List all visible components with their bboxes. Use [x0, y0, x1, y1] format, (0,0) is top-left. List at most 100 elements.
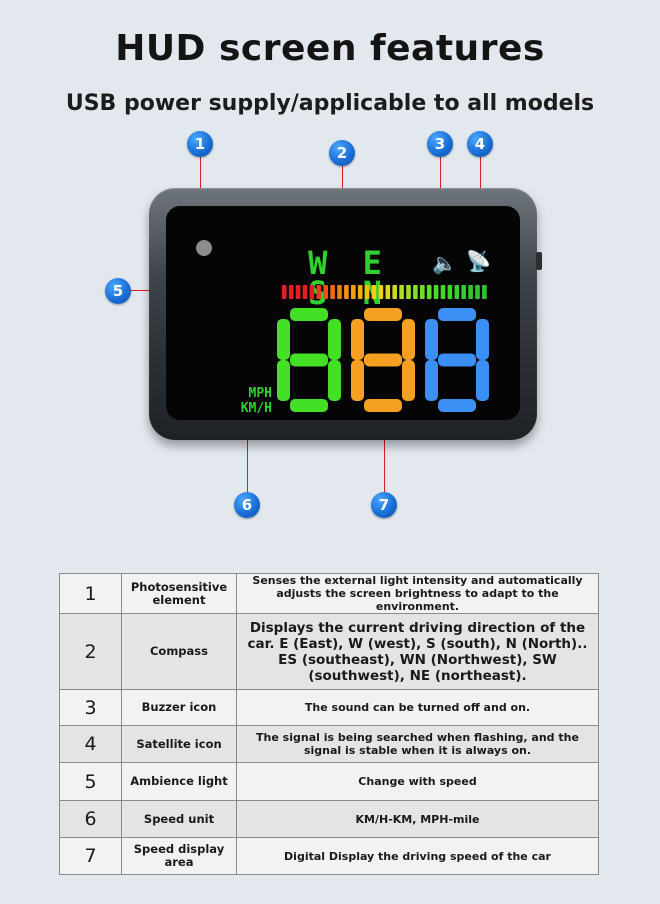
callout-2: 2 [329, 140, 355, 166]
page-title: HUD screen features [115, 28, 545, 69]
table-row: 6 Speed unit KM/H-KM, MPH-mile [59, 800, 599, 838]
callout-7: 7 [371, 492, 397, 518]
ambience-segment [461, 285, 466, 299]
digit-segment [438, 353, 476, 367]
row-description: Senses the external light intensity and … [236, 573, 599, 614]
callout-4: 4 [467, 131, 493, 157]
row-name: Speed display area [121, 837, 237, 875]
ambience-segment [440, 285, 446, 299]
ambience-segment [337, 285, 342, 299]
ambience-segment [385, 285, 391, 299]
ambience-segment [454, 285, 460, 299]
digit-segment [290, 308, 328, 321]
row-name: Photosensitive element [121, 573, 237, 614]
row-number: 1 [59, 573, 122, 614]
digit-segment [290, 353, 328, 367]
ambience-segment [302, 285, 308, 299]
photosensitive-sensor [196, 240, 212, 256]
speed-digit [351, 308, 415, 412]
compass-display: W E S N [308, 244, 390, 312]
speed-digit [277, 308, 341, 412]
digit-segment [364, 308, 402, 321]
row-name: Compass [121, 613, 237, 690]
ambience-segment [288, 285, 294, 299]
ambience-segment [475, 285, 480, 299]
table-row: 1 Photosensitive element Senses the exte… [59, 573, 599, 614]
ambience-segment [316, 285, 322, 299]
digit-segment [476, 360, 489, 401]
row-description: KM/H-KM, MPH-mile [236, 800, 599, 838]
satellite-icon: 📡 [466, 249, 491, 273]
callout-1: 1 [187, 131, 213, 157]
digit-segment [364, 399, 402, 412]
speed-units: MPH KM/H [222, 386, 272, 416]
ambience-segment [413, 285, 418, 299]
digit-segment [328, 319, 341, 360]
ambience-segment [282, 285, 287, 299]
speaker-icon: 🔈 [432, 251, 457, 275]
table-row: 2 Compass Displays the current driving d… [59, 613, 599, 690]
ambience-segment [378, 285, 384, 299]
ambience-segment [447, 285, 453, 299]
callout-3: 3 [427, 131, 453, 157]
row-name: Satellite icon [121, 725, 237, 763]
ambience-segment [357, 285, 363, 299]
table-row: 7 Speed display area Digital Display the… [59, 837, 599, 875]
ambience-segment [426, 285, 432, 299]
digit-segment [351, 360, 364, 401]
digit-segment [277, 360, 290, 401]
digit-segment [328, 360, 341, 401]
ambience-segment [482, 285, 487, 299]
row-name: Buzzer icon [121, 689, 237, 726]
page-subtitle: USB power supply/applicable to all model… [65, 91, 595, 116]
callout-5: 5 [105, 278, 131, 304]
digit-segment [438, 399, 476, 412]
digit-segment [290, 399, 328, 412]
digit-segment [425, 360, 438, 401]
row-name: Ambience light [121, 762, 237, 801]
ambience-light-bar [282, 285, 487, 299]
table-row: 5 Ambience light Change with speed [59, 762, 599, 801]
speed-display [277, 308, 489, 412]
ambience-segment [468, 285, 473, 299]
row-number: 7 [59, 837, 122, 875]
digit-segment [351, 319, 364, 360]
row-number: 3 [59, 689, 122, 726]
ambience-segment [309, 285, 315, 299]
ambience-segment [399, 285, 404, 299]
row-description: Displays the current driving direction o… [236, 613, 599, 690]
row-number: 5 [59, 762, 122, 801]
callout-6: 6 [234, 492, 260, 518]
ambience-segment [433, 285, 439, 299]
row-description: Change with speed [236, 762, 599, 801]
ambience-segment [344, 285, 349, 299]
leader-line-7 [384, 414, 385, 492]
ambience-segment [392, 285, 397, 299]
digit-segment [402, 319, 415, 360]
ambience-segment [295, 285, 301, 299]
unit-mph: MPH [248, 386, 272, 401]
row-name: Speed unit [121, 800, 237, 838]
speed-digit [425, 308, 489, 412]
side-button [536, 252, 542, 270]
digit-segment [402, 360, 415, 401]
digit-segment [364, 353, 402, 367]
digit-segment [277, 319, 290, 360]
unit-kmh: KM/H [240, 401, 272, 416]
ambience-segment [323, 285, 328, 299]
hud-device [149, 188, 542, 440]
row-number: 6 [59, 800, 122, 838]
ambience-segment [420, 285, 425, 299]
digit-segment [476, 319, 489, 360]
row-description: The sound can be turned off and on. [236, 689, 599, 726]
ambience-segment [371, 285, 377, 299]
ambience-segment [330, 285, 335, 299]
row-number: 2 [59, 613, 122, 690]
leader-line-6 [247, 412, 248, 492]
digit-segment [425, 319, 438, 360]
digit-segment [438, 308, 476, 321]
table-row: 4 Satellite icon The signal is being sea… [59, 725, 599, 763]
ambience-segment [406, 285, 411, 299]
ambience-segment [351, 285, 356, 299]
ambience-segment [364, 285, 370, 299]
